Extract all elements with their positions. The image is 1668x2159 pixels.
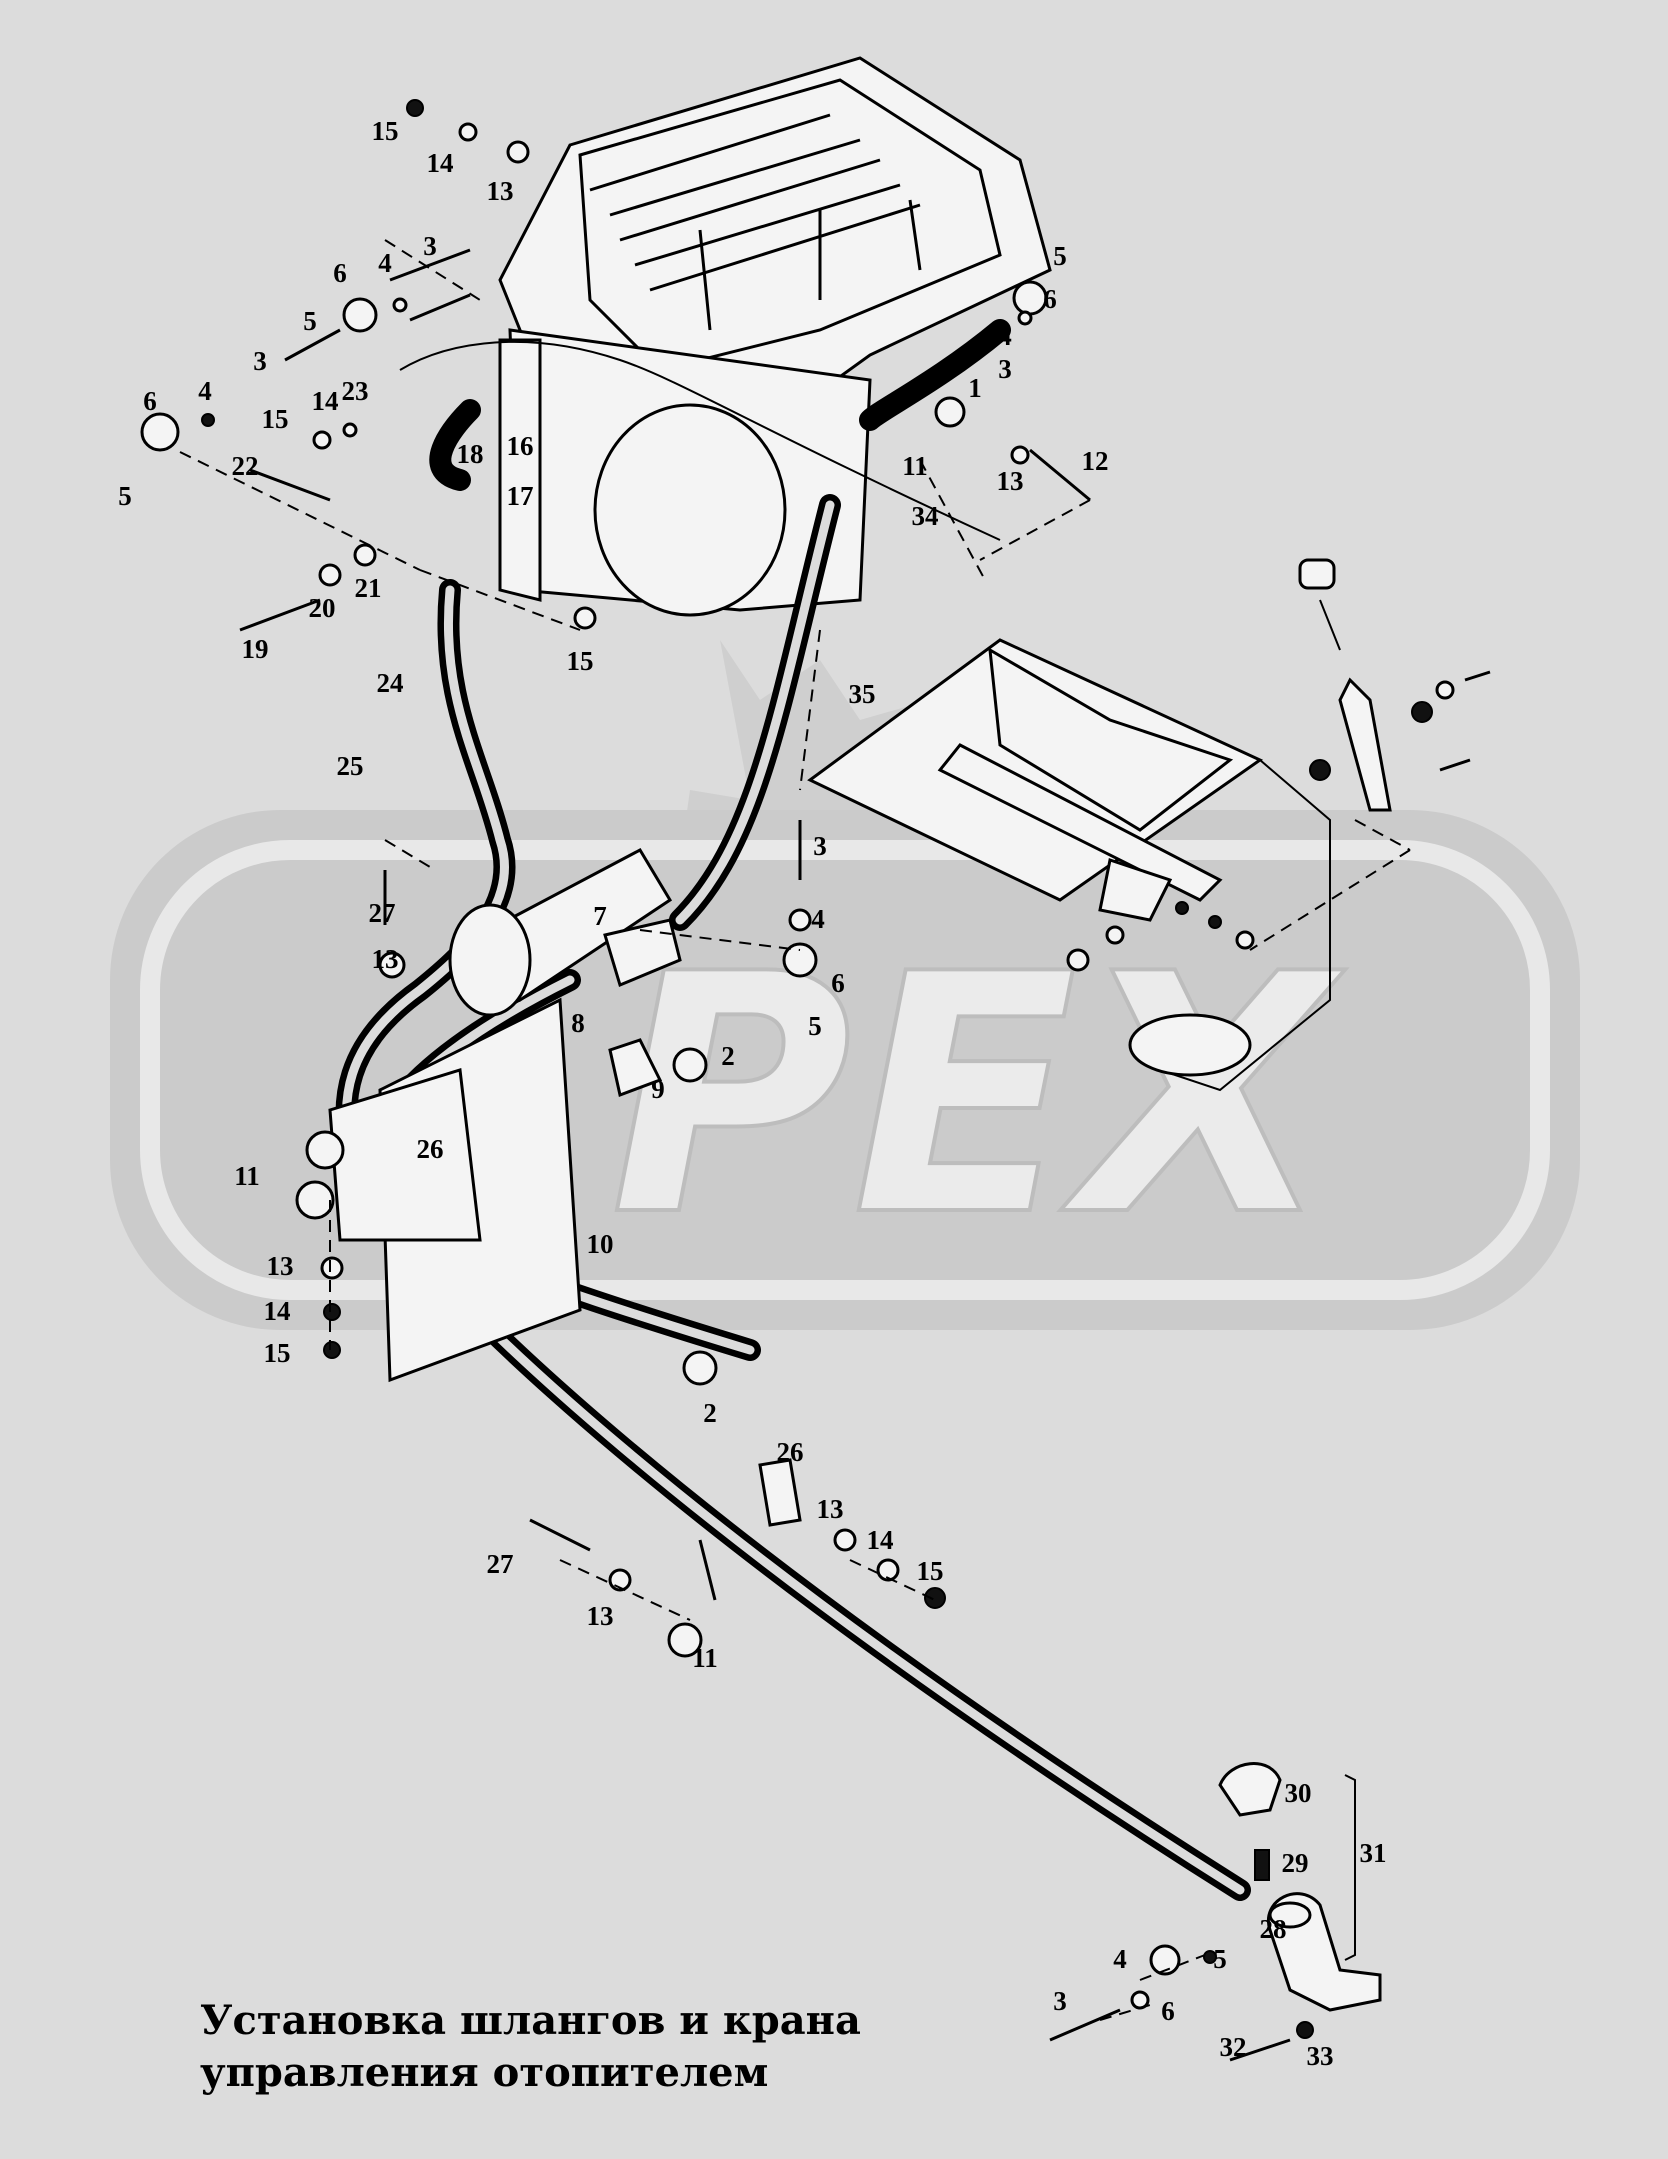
- callout-label: 23: [342, 376, 369, 406]
- callout-label: 5: [808, 1011, 822, 1041]
- callout-label: 4: [378, 248, 392, 278]
- callout-label: 14: [427, 148, 454, 178]
- callout-label: 26: [417, 1134, 444, 1164]
- callout-label: 7: [593, 901, 607, 931]
- callout-label: 18: [457, 439, 484, 469]
- callout-label: 6: [143, 386, 157, 416]
- caption-line-2: управления отопителем: [200, 2049, 769, 2096]
- callout-label: 26: [777, 1437, 804, 1467]
- callout-label: 14: [264, 1296, 291, 1326]
- callout-label: 25: [337, 751, 364, 781]
- callout-label: 6: [831, 968, 845, 998]
- callout-label: 21: [355, 573, 382, 603]
- callout-label: 16: [507, 431, 534, 461]
- callout-label: 35: [849, 679, 876, 709]
- callout-label: 24: [377, 668, 404, 698]
- callout-label: 20: [309, 593, 336, 623]
- callout-label: 2: [721, 1041, 735, 1071]
- caption-line-1: Установка шлангов и крана: [200, 1997, 861, 2044]
- callout-label: 6: [1043, 284, 1057, 314]
- watermark-band-inner: [140, 840, 1550, 1300]
- control-panel: [807, 558, 1392, 1092]
- callout-label: 8: [571, 1008, 585, 1038]
- callout-label: 15: [567, 646, 594, 676]
- diagram-caption: Установка шлангов и крана управления ото…: [200, 1995, 861, 2099]
- callout-label: 6: [1161, 1996, 1175, 2026]
- callout-label: 31: [1360, 1838, 1387, 1868]
- tap-assembly: [1218, 1762, 1382, 2012]
- callout-label: 11: [234, 1161, 260, 1191]
- callout-label: 27: [369, 898, 396, 928]
- heater-housing: [498, 56, 1052, 617]
- callout-label: 11: [692, 1643, 718, 1673]
- callout-label: 13: [372, 944, 399, 974]
- callout-label: 14: [312, 386, 339, 416]
- callout-label: 3: [998, 354, 1012, 384]
- callout-label: 13: [587, 1601, 614, 1631]
- callout-label: 28: [1260, 1914, 1287, 1944]
- callout-label: 17: [507, 481, 534, 511]
- callout-label: 12: [1082, 446, 1109, 476]
- callout-label: 3: [423, 231, 437, 261]
- callout-label: 3: [253, 346, 267, 376]
- callout-label: 14: [867, 1525, 894, 1555]
- callout-label: 33: [1307, 2041, 1334, 2071]
- callout-label: 9: [651, 1074, 665, 1104]
- callout-label: 30: [1285, 1778, 1312, 1808]
- callout-label: 4: [198, 376, 212, 406]
- callout-label: 22: [232, 451, 259, 481]
- callout-label: 34: [912, 501, 939, 531]
- callout-label: 5: [1053, 241, 1067, 271]
- callout-label: 15: [262, 404, 289, 434]
- watermark-text: РЕХ: [610, 904, 1345, 1288]
- callout-label: 13: [997, 466, 1024, 496]
- callout-label: 5: [1213, 1944, 1227, 1974]
- callout-label: 32: [1220, 2032, 1247, 2062]
- callout-label: 5: [303, 306, 317, 336]
- callout-label: 15: [264, 1338, 291, 1368]
- distributor-cylinder: [328, 848, 673, 1383]
- callout-label: 4: [1113, 1944, 1127, 1974]
- callout-label: 13: [267, 1251, 294, 1281]
- callout-label: 4: [998, 321, 1012, 351]
- callout-label: 1: [968, 373, 982, 403]
- callout-label: 13: [487, 176, 514, 206]
- leader-lines: [179, 239, 1411, 2021]
- callout-label: 5: [118, 481, 132, 511]
- callout-label: 6: [333, 258, 347, 288]
- callout-label: 11: [902, 451, 928, 481]
- callout-label: 4: [811, 904, 825, 934]
- callout-label: 19: [242, 634, 269, 664]
- callout-label: 3: [1053, 1986, 1067, 2016]
- callout-label: 29: [1282, 1848, 1309, 1878]
- callout-label: 10: [587, 1229, 614, 1259]
- callout-label: 15: [372, 116, 399, 146]
- callout-label: 2: [703, 1398, 717, 1428]
- callout-label: 3: [813, 831, 827, 861]
- callout-label: 13: [817, 1494, 844, 1524]
- callout-label: 27: [487, 1549, 514, 1579]
- fasteners: [140, 99, 1491, 2062]
- callout-label: 15: [917, 1556, 944, 1586]
